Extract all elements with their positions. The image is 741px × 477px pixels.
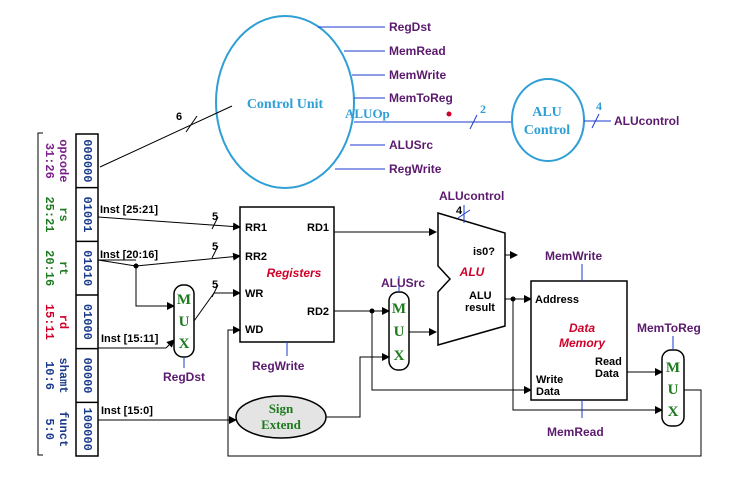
alu-control-width: 4 [456, 205, 463, 217]
field-code-shamt: 00000 [80, 357, 94, 393]
field-name-rd: rd [56, 315, 70, 329]
inst-20-16-label: Inst [20:16] [100, 249, 158, 261]
field-code-rt: 01010 [80, 250, 94, 286]
control-out-regwrite: RegWrite [389, 162, 442, 176]
aluop-width: 2 [480, 102, 486, 116]
field-name-shamt: shamt [56, 357, 70, 393]
field-code-rs: 01001 [80, 196, 94, 232]
registers-title: Registers [267, 266, 322, 280]
mux-alusrc-x: X [394, 348, 405, 364]
memtoreg-control-label: MemToReg [637, 321, 701, 335]
bus-width-wr: 5 [212, 279, 218, 291]
memory-title-1: Data [569, 321, 595, 335]
memwrite-control-label: MemWrite [545, 249, 602, 263]
field-name-rs: rs [56, 207, 70, 221]
mux-alusrc-u: U [394, 324, 405, 340]
aluop-dot [446, 111, 452, 117]
mux-memtoreg-u: U [668, 382, 679, 398]
regwrite-control-label: RegWrite [252, 359, 305, 373]
control-out-regdst: RegDst [389, 20, 431, 34]
mux-regdst-u: U [179, 314, 190, 330]
field-code-rd: 01000 [80, 304, 94, 340]
field-name-funct: funct [56, 411, 70, 447]
memory-write-line1: Write [536, 374, 563, 386]
register-file [239, 206, 335, 343]
port-wr: WR [245, 288, 263, 300]
opcode-width: 6 [176, 111, 182, 123]
alu-unit [437, 211, 506, 346]
control-unit-ellipse [215, 15, 355, 189]
field-bits-rd: 15:11 [42, 304, 56, 340]
mux-regdst-m: M [177, 292, 191, 308]
mux-memtoreg-x: X [668, 404, 679, 420]
data-memory [530, 280, 628, 401]
bus-width-rr2: 5 [212, 241, 218, 253]
alusrc-control-label: ALUSrc [381, 276, 425, 290]
bus-width-rr1: 5 [212, 211, 218, 223]
memory-read-line1: Read [595, 356, 622, 368]
memory-title-2: Memory [559, 336, 606, 350]
regdst-control-label: RegDst [163, 370, 205, 384]
port-wd: WD [245, 324, 263, 336]
field-bits-shamt: 10:6 [42, 361, 56, 390]
alu-control-out-label: ALUcontrol [614, 114, 679, 128]
sign-extend-line1: Sign [269, 401, 294, 416]
port-rr1: RR1 [245, 222, 267, 234]
memory-write-line2: Data [536, 386, 561, 398]
field-bits-funct: 5:0 [42, 418, 56, 440]
inst-15-0-label: Inst [15:0] [101, 405, 153, 417]
inst-15-11-label: Inst [15:11] [101, 333, 159, 345]
alucontrol-width: 4 [596, 99, 602, 113]
control-out-alusrc: ALUSrc [389, 138, 433, 152]
field-code-opcode: 000000 [80, 139, 94, 182]
instruction-bracket [37, 132, 43, 456]
alu-control-ellipse [511, 78, 585, 162]
alu-result-line1: ALU [469, 290, 492, 302]
control-out-memwrite: MemWrite [389, 68, 446, 82]
port-rr2: RR2 [245, 251, 267, 263]
field-bits-rs: 25:21 [42, 196, 56, 232]
aluop-label: ALUOp [345, 106, 390, 121]
port-rd1: RD1 [307, 222, 329, 234]
inst-25-21-label: Inst [25:21] [100, 204, 158, 216]
field-bits-opcode: 31:26 [42, 143, 56, 179]
control-out-memtoreg: MemToReg [389, 91, 453, 105]
alu-control-title-2: Control [524, 123, 571, 138]
field-bits-rt: 20:16 [42, 250, 56, 286]
field-name-rt: rt [56, 261, 70, 275]
field-code-funct: 100000 [80, 408, 94, 451]
alu-control-signal-label: ALUcontrol [439, 189, 504, 203]
alu-result-line2: result [465, 302, 495, 314]
alu-zero-label: is0? [473, 246, 495, 258]
mux-regdst-x: X [179, 336, 190, 352]
sign-extend-line2: Extend [261, 417, 302, 432]
memory-read-line2: Data [595, 368, 620, 380]
mux-memtoreg-m: M [666, 360, 680, 376]
memread-control-label: MemRead [547, 425, 604, 439]
field-name-opcode: opcode [56, 139, 70, 182]
memory-address-label: Address [535, 294, 579, 306]
control-unit-title: Control Unit [247, 97, 324, 112]
alu-title: ALU [459, 265, 485, 279]
alu-control-title-1: ALU [532, 105, 562, 120]
mux-alusrc-m: M [392, 301, 406, 317]
control-out-memread: MemRead [389, 44, 446, 58]
port-rd2: RD2 [307, 306, 329, 318]
